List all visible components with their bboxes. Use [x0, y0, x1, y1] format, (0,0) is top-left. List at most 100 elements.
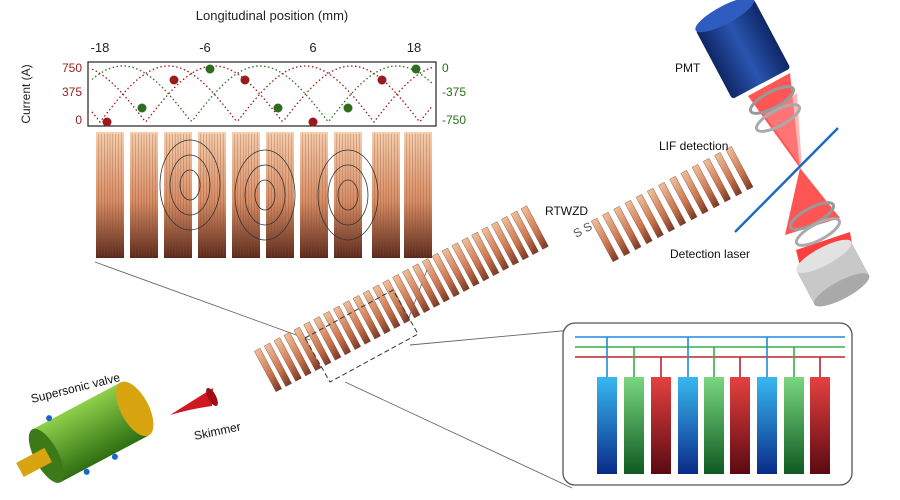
current-marker — [169, 75, 179, 85]
current-marker — [137, 103, 147, 113]
decelerator-plate — [392, 274, 421, 319]
decelerator-plate — [520, 205, 549, 250]
decelerator-plate — [471, 231, 500, 277]
plot-title: Longitudinal position (mm) — [196, 8, 348, 23]
decelerator-plate — [714, 152, 743, 197]
zoom-line — [344, 381, 573, 489]
decelerator-plate — [421, 258, 450, 303]
skimmer-icon — [170, 387, 218, 415]
inset-electrode-bar — [730, 377, 750, 474]
lif-label: LIF detection — [659, 139, 728, 153]
detection-laser-label: Detection laser — [670, 247, 750, 261]
decelerator-plate — [602, 211, 631, 257]
decelerator-plate — [491, 221, 520, 266]
inset-electrode-bar — [810, 377, 830, 474]
current-marker — [273, 103, 283, 113]
decelerator-plate — [647, 188, 675, 233]
decelerator-plate — [510, 210, 539, 255]
current-curve — [91, 65, 433, 123]
lens-icon — [794, 217, 842, 247]
pmt-icon — [695, 0, 790, 99]
field-contour — [327, 164, 369, 226]
current-markers — [102, 64, 421, 127]
decelerator-plate — [263, 342, 292, 387]
decelerator-plate — [382, 279, 411, 324]
decelerator-plate — [323, 311, 352, 356]
decelerator-plate — [303, 321, 332, 366]
inset-electrode-bar — [784, 377, 804, 474]
field-contour — [159, 139, 221, 231]
decelerator-plate — [441, 247, 470, 292]
break-symbol: S S — [571, 219, 595, 240]
field-contour — [254, 179, 276, 211]
inset-electrode-bar — [678, 377, 698, 474]
lens-icon — [754, 103, 802, 133]
decelerator-plate — [412, 263, 441, 308]
decelerator-plate — [333, 305, 361, 350]
current-marker — [308, 117, 318, 127]
x-tick-label: 18 — [407, 40, 421, 55]
y-left-axis-label: Current (A) — [19, 64, 33, 123]
inset-electrode-bar — [704, 377, 724, 474]
current-marker — [343, 103, 353, 113]
zoom-line — [94, 261, 311, 341]
zoom-line — [409, 329, 573, 346]
decelerator-plate — [254, 347, 282, 393]
decelerator-plate — [481, 226, 510, 271]
field-contour — [169, 154, 211, 216]
decelerator-plate — [313, 316, 342, 361]
decelerator-plate — [461, 237, 490, 282]
x-tick-label: -6 — [199, 40, 211, 55]
decelerator-plate — [703, 158, 731, 203]
decelerator-plate — [669, 176, 698, 221]
decelerator-plate — [624, 199, 653, 245]
x-tick-label: 6 — [309, 40, 316, 55]
y-left-tick-label: 750 — [62, 61, 82, 75]
decelerator-plate — [352, 295, 381, 340]
plot-frame — [87, 61, 437, 127]
current-marker — [102, 117, 112, 127]
decelerator-plate — [635, 194, 664, 239]
decelerator-plate — [501, 216, 529, 261]
current-marker — [377, 75, 387, 85]
detection-laser-cone — [785, 168, 840, 235]
decelerator-plate — [658, 182, 687, 227]
rtwzd-decelerator-stack — [254, 146, 754, 393]
y-left-tick-label: 0 — [75, 113, 82, 127]
decelerator-plate — [283, 332, 312, 377]
decelerator-plate — [680, 170, 709, 215]
decelerator-plate — [691, 164, 720, 209]
decelerator-plate — [725, 146, 754, 191]
wiring-inset — [562, 322, 853, 486]
decelerator-plate — [613, 205, 642, 251]
current-marker — [240, 75, 250, 85]
inset-electrode-bar — [624, 377, 644, 474]
y-right-tick-label: -750 — [442, 113, 466, 127]
current-marker — [411, 64, 421, 74]
field-contour — [179, 169, 201, 201]
inset-electrode-bar — [757, 377, 777, 474]
selection-box — [304, 289, 419, 383]
current-curves — [91, 65, 433, 124]
current-marker — [205, 64, 215, 74]
y-right-tick-label: -375 — [442, 85, 466, 99]
current-curve — [91, 65, 433, 124]
decelerator-plate — [293, 326, 322, 371]
decelerator-plate — [273, 337, 302, 382]
decelerator-plate — [342, 300, 371, 345]
decelerator-plate — [362, 289, 391, 335]
electrode-stack-closeup — [96, 132, 432, 258]
y-right-tick-labels: 0-375-750 — [442, 61, 466, 127]
rtwzd-label: RTWZD — [545, 204, 588, 218]
decelerator-plate — [431, 252, 460, 298]
skimmer-label: Skimmer — [193, 419, 242, 443]
field-contour — [234, 149, 296, 241]
detection-laser-icon — [796, 239, 870, 307]
field-contour — [337, 179, 359, 211]
x-tick-label: -18 — [91, 40, 110, 55]
lens-icon — [748, 85, 796, 115]
inset-electrode-bar — [651, 377, 671, 474]
x-tick-labels: -18 -6 6 18 — [91, 40, 422, 55]
